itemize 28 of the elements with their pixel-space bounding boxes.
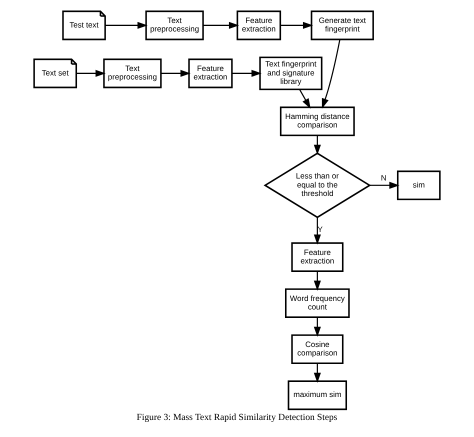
arrow	[76, 70, 106, 77]
arrow	[299, 89, 311, 109]
node-box: Text fingerprint and signature library	[259, 56, 322, 90]
arrow	[105, 22, 148, 29]
edge-label: N	[380, 174, 387, 183]
node-box: Feature extraction	[236, 10, 282, 40]
arrow	[314, 271, 321, 291]
arrow	[203, 22, 240, 29]
node-box: maximum sim	[288, 380, 348, 410]
node-box: sim	[396, 170, 441, 200]
arrow	[161, 70, 191, 77]
arrow	[314, 136, 321, 155]
arrow	[314, 317, 321, 337]
node-box: Word frequency count	[285, 288, 350, 318]
node-box: Hamming distance comparison	[280, 106, 355, 136]
node-diamond: Less than or equal to the threshold	[264, 152, 372, 218]
arrow	[232, 70, 262, 77]
arrow	[370, 182, 400, 189]
node-box: Cosine comparison	[291, 334, 344, 364]
node-box: Text preprocessing	[145, 10, 204, 40]
arrow	[322, 39, 340, 109]
node-box: Feature extraction	[291, 242, 344, 272]
node-box: Generate text fingerprint	[310, 10, 374, 40]
node-box: Feature extraction	[188, 58, 233, 88]
node-box: Text preprocessing	[103, 58, 162, 88]
arrow	[314, 363, 321, 383]
caption: Figure 3: Mass Text Rapid Similarity Detection Steps	[136, 412, 338, 423]
arrow	[280, 22, 314, 29]
